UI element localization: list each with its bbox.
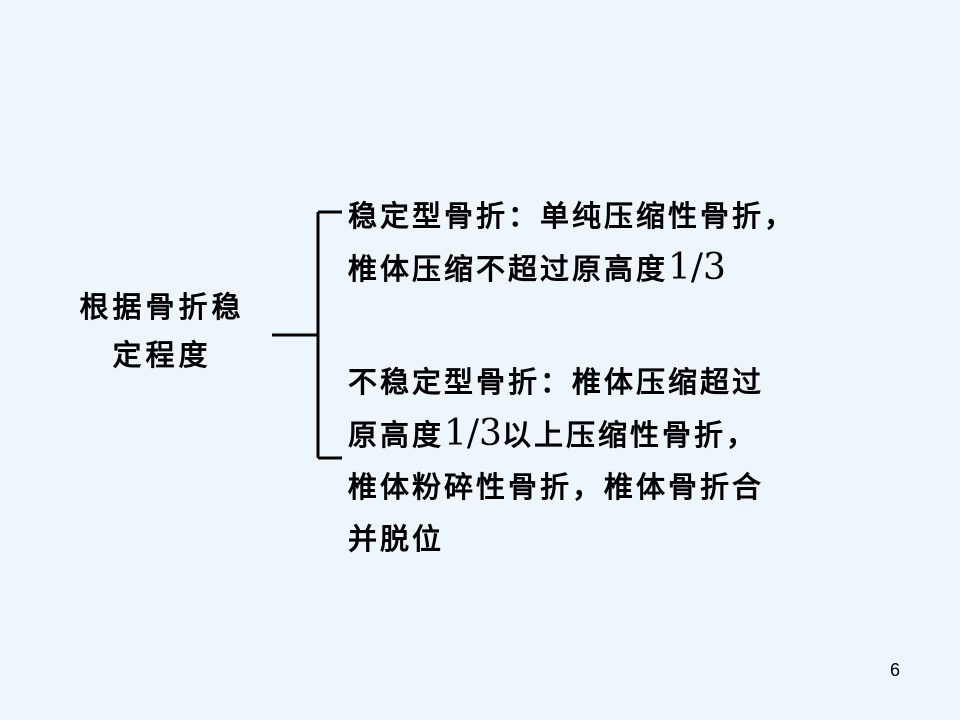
stable-fracture-line-1: 稳定型骨折：单纯压缩性骨折， bbox=[348, 199, 797, 233]
unstable-fracture-line-1: 不稳定型骨折：椎体压缩超过 bbox=[348, 365, 765, 399]
fraction-one-third: 1/3 bbox=[444, 413, 502, 454]
stable-fracture-branch: 稳定型骨折：单纯压缩性骨折， 椎体压缩不超过原高度1/3 bbox=[348, 190, 918, 295]
classification-label: 根据骨折稳 定程度 bbox=[56, 283, 268, 379]
unstable-fracture-line-2: 原高度1/3以上压缩性骨折， bbox=[348, 413, 758, 454]
fraction-one-third: 1/3 bbox=[668, 247, 726, 288]
stable-fracture-line-2: 椎体压缩不超过原高度1/3 bbox=[348, 247, 726, 288]
unstable-fracture-branch: 不稳定型骨折：椎体压缩超过 原高度1/3以上压缩性骨折， 椎体粉碎性骨折，椎体骨… bbox=[348, 356, 918, 565]
classification-label-line-1: 根据骨折稳 bbox=[79, 290, 245, 324]
page-number: 6 bbox=[889, 660, 900, 680]
unstable-fracture-line-4: 并脱位 bbox=[348, 522, 445, 556]
unstable-fracture-line-3: 椎体粉碎性骨折，椎体骨折合 bbox=[348, 470, 765, 504]
classification-label-line-2: 定程度 bbox=[112, 338, 212, 372]
